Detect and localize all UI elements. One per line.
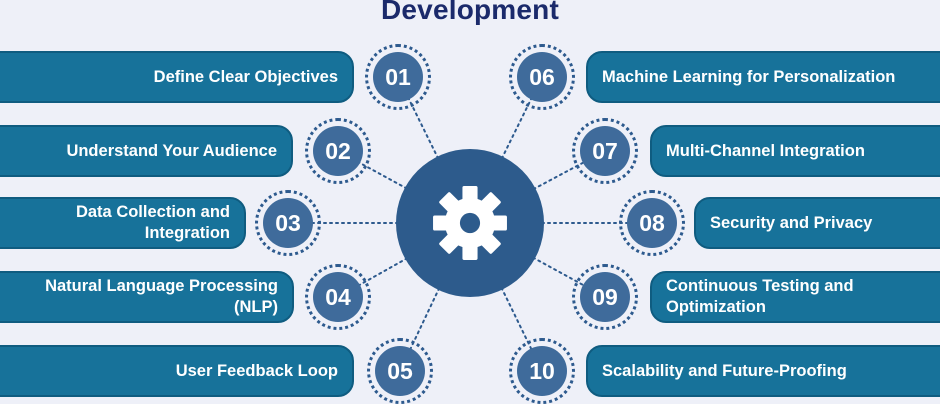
step-02-badge: 02 [305,118,371,184]
step-09-label: Continuous Testing and Optimization [666,277,854,316]
step-04-bar: Natural Language Processing (NLP) [0,271,294,323]
step-02-label: Understand Your Audience [66,141,277,160]
step-02-number: 02 [313,126,363,176]
step-01-badge: 01 [365,44,431,110]
step-05-bar: User Feedback Loop [0,345,354,397]
step-04-label: Natural Language Processing (NLP) [45,277,278,316]
step-04-badge: 04 [305,264,371,330]
step-09-badge: 09 [572,264,638,330]
step-01-label: Define Clear Objectives [153,67,338,86]
step-08-badge: 08 [619,190,685,256]
step-10-bar: Scalability and Future-Proofing [586,345,940,397]
gear-icon [433,186,507,260]
step-01-bar: Define Clear Objectives [0,51,354,103]
diagram-title: Development [380,0,560,25]
step-02-bar: Understand Your Audience [0,125,293,177]
step-03-label: Data Collection and Integration [75,203,230,242]
step-08-number: 08 [627,198,677,248]
step-09-number: 09 [580,272,630,322]
step-06-number: 06 [517,52,567,102]
step-03-number: 03 [263,198,313,248]
step-06-label: Machine Learning for Personalization [602,67,896,86]
step-01-number: 01 [373,52,423,102]
step-07-badge: 07 [572,118,638,184]
center-hub [396,149,544,297]
step-03-badge: 03 [255,190,321,256]
step-06-bar: Machine Learning for Personalization [586,51,940,103]
step-04-number: 04 [313,272,363,322]
step-03-bar: Data Collection and Integration [0,197,246,249]
step-05-badge: 05 [367,338,433,404]
step-07-label: Multi-Channel Integration [666,141,865,160]
step-08-label: Security and Privacy [710,213,873,232]
step-07-number: 07 [580,126,630,176]
step-05-number: 05 [375,346,425,396]
step-06-badge: 06 [509,44,575,110]
step-09-bar: Continuous Testing and Optimization [650,271,940,323]
step-10-label: Scalability and Future-Proofing [602,361,847,380]
step-10-number: 10 [517,346,567,396]
step-05-label: User Feedback Loop [175,361,338,380]
step-10-badge: 10 [509,338,575,404]
step-07-bar: Multi-Channel Integration [650,125,940,177]
step-08-bar: Security and Privacy [694,197,940,249]
